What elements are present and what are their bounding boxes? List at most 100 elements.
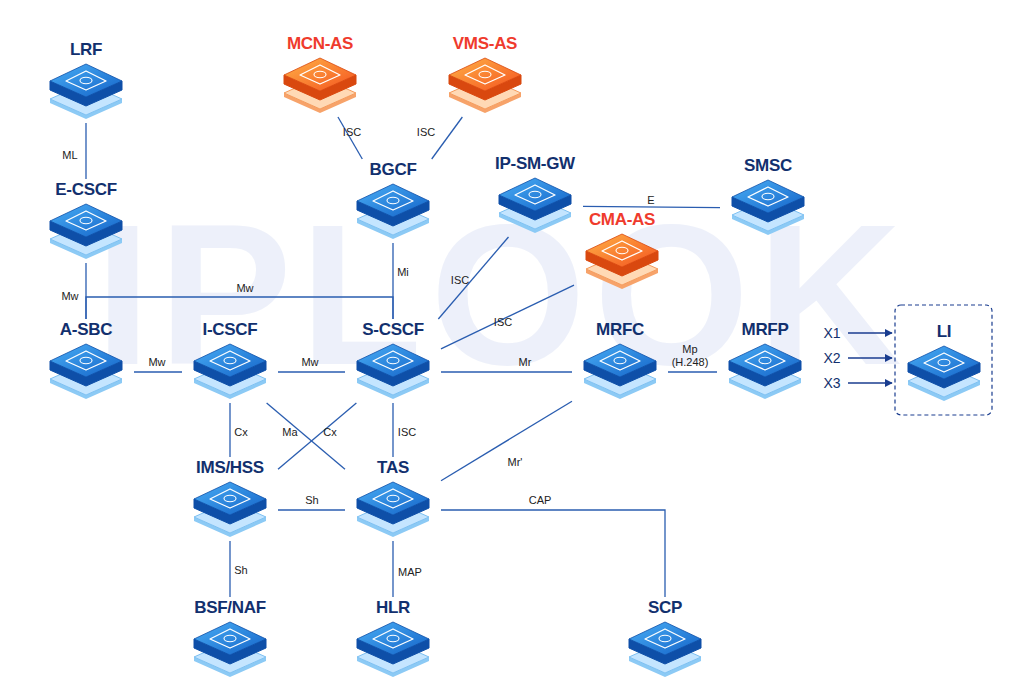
interface-link	[441, 371, 572, 372]
network-element-node: E-CSCF	[38, 179, 134, 263]
icon-top	[584, 344, 656, 377]
interface-link	[278, 403, 356, 469]
icon-top	[194, 622, 266, 655]
icon-glyph	[515, 185, 555, 204]
network-element-node: BGCF	[345, 159, 441, 243]
icon-glyph	[373, 191, 413, 210]
icon-top	[908, 346, 980, 379]
network-element-node: LI	[896, 321, 992, 405]
icon-top	[357, 184, 429, 217]
icon-glyph-mark	[759, 357, 771, 363]
interface-link	[441, 510, 665, 597]
network-element-node: TAS	[345, 457, 441, 541]
network-element-node: IMS/HSS	[182, 457, 278, 541]
network-element-node: BSF/NAF	[182, 597, 278, 681]
icon-top	[50, 344, 122, 377]
node-name: SCP	[607, 597, 723, 619]
icon-top	[50, 204, 122, 237]
icon-glyph	[210, 629, 250, 648]
network-element-node: SMSC	[720, 155, 816, 239]
interface-label: Cx	[323, 426, 336, 439]
node-icon	[353, 619, 433, 681]
node-name: VMS-AS	[427, 33, 543, 55]
node-icon	[580, 341, 660, 403]
node-name: LI	[886, 321, 1002, 343]
icon-glyph-mark	[614, 357, 626, 363]
interface-label: ISC	[494, 316, 512, 329]
icon-top	[357, 482, 429, 515]
icon-glyph	[66, 351, 106, 370]
icon-glyph	[748, 187, 788, 206]
icon-top	[629, 622, 701, 655]
interface-label: CAP	[529, 494, 552, 507]
node-icon	[725, 341, 805, 403]
node-icon	[46, 341, 126, 403]
interface-link	[229, 541, 230, 597]
icon-top	[194, 344, 266, 377]
icon-glyph-mark	[616, 247, 628, 253]
network-element-node: A-SBC	[38, 319, 134, 403]
icon-glyph	[645, 629, 685, 648]
node-icon	[353, 341, 433, 403]
dashed-boundary	[895, 305, 992, 415]
node-name: S-CSCF	[335, 319, 451, 341]
network-element-node: MRFC	[572, 319, 668, 403]
icon-glyph-mark	[387, 495, 399, 501]
icon-glyph	[465, 65, 505, 84]
interface-link	[229, 403, 230, 457]
interface-link	[338, 117, 362, 159]
icon-glyph-mark	[80, 357, 92, 363]
node-name: MCN-AS	[262, 33, 378, 55]
icon-glyph-mark	[387, 635, 399, 641]
interface-link	[278, 371, 345, 372]
node-icon	[353, 181, 433, 243]
icon-glyph	[210, 351, 250, 370]
network-element-node: S-CSCF	[345, 319, 441, 403]
icon-glyph	[600, 351, 640, 370]
icon-top	[729, 344, 801, 377]
icon-glyph	[66, 71, 106, 90]
icon-glyph-mark	[80, 77, 92, 83]
interface-link	[668, 371, 717, 372]
node-name: HLR	[335, 597, 451, 619]
node-name: BSF/NAF	[172, 597, 288, 619]
node-name: MRFC	[562, 319, 678, 341]
interface-label: Mp (H.248)	[668, 343, 712, 368]
interface-link	[583, 206, 720, 207]
application-server-node: MCN-AS	[272, 33, 368, 117]
interface-arrow	[848, 382, 892, 383]
interface-link	[438, 237, 508, 319]
interface-label: Mw	[301, 356, 318, 369]
interface-label: ISC	[398, 426, 416, 439]
node-name: IP-SM-GW	[477, 153, 593, 175]
interface-link	[85, 123, 86, 179]
icon-glyph-mark	[529, 191, 541, 197]
interface-label: Mr'	[508, 456, 523, 469]
icon-glyph	[373, 351, 413, 370]
node-name: SMSC	[710, 155, 826, 177]
node-icon	[46, 61, 126, 123]
interface-link	[267, 403, 345, 469]
node-name: IMS/HSS	[172, 457, 288, 479]
interface-label: ML	[62, 149, 77, 162]
icon-top	[357, 622, 429, 655]
node-icon	[445, 55, 525, 117]
application-server-node: VMS-AS	[437, 33, 533, 117]
node-icon	[280, 55, 360, 117]
icon-glyph-mark	[314, 71, 326, 77]
icon-glyph-mark	[938, 359, 950, 365]
interface-link	[441, 285, 574, 349]
icon-top	[449, 58, 521, 91]
interface-label: ISC	[343, 126, 361, 139]
icon-glyph-mark	[224, 357, 236, 363]
icon-top	[50, 64, 122, 97]
network-element-node: MRFP	[717, 319, 813, 403]
interface-link	[86, 297, 393, 319]
application-server-node: CMA-AS	[574, 209, 670, 293]
icon-top	[194, 482, 266, 515]
node-name: I-CSCF	[172, 319, 288, 341]
node-icon	[904, 343, 984, 405]
